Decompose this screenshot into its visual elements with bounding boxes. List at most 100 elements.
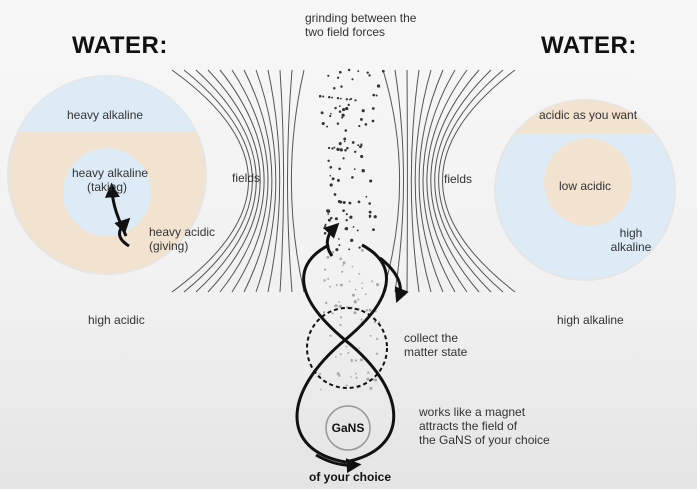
particle-dot: [358, 347, 361, 349]
particle-dot: [356, 229, 359, 232]
particle-dot: [336, 147, 340, 152]
particle-dot: [329, 334, 332, 337]
particle-dot: [343, 137, 347, 141]
particle-dot: [341, 113, 345, 117]
particle-dot: [339, 200, 343, 204]
particle-dot: [321, 121, 325, 126]
particle-dot: [343, 140, 346, 143]
particle-dot: [350, 97, 353, 100]
collect-label: collect the matter state: [404, 331, 467, 359]
particle-dot: [360, 248, 364, 252]
particle-dot: [351, 141, 355, 144]
particle-dot: [351, 176, 354, 179]
particle-dot: [348, 280, 351, 283]
particle-dot: [344, 148, 347, 152]
grinding-label: grinding between the two field forces: [305, 11, 416, 39]
particle-dot: [339, 323, 342, 327]
particle-dot: [371, 280, 374, 283]
particle-dot: [375, 94, 378, 97]
right-high-alkaline-label: high alkaline: [557, 313, 624, 327]
particle-dot: [331, 177, 335, 181]
particle-dot: [376, 84, 381, 88]
particle-dot: [371, 107, 375, 110]
particle-dot: [376, 337, 379, 341]
right-side-line1: high: [619, 226, 643, 240]
particle-dot: [342, 264, 344, 267]
particle-dot: [354, 99, 357, 102]
particle-dot: [334, 106, 337, 110]
particle-dot: [350, 238, 354, 243]
particle-dot: [361, 282, 364, 284]
particle-dot: [327, 95, 331, 99]
particle-stream: [318, 68, 385, 391]
particle-dot: [324, 268, 327, 271]
giving-arrow: [114, 217, 131, 248]
field-arc: [438, 69, 504, 293]
particle-dot: [359, 358, 364, 362]
particle-dot: [342, 157, 345, 160]
particle-dot: [322, 95, 325, 98]
particle-dot: [336, 372, 340, 376]
loop-arrow-top-left: [323, 222, 340, 257]
particle-dot: [347, 103, 350, 107]
particle-dot: [333, 146, 336, 149]
particle-dot: [327, 74, 330, 77]
particle-dot: [360, 143, 363, 146]
particle-dot: [361, 169, 365, 173]
particle-dot: [361, 109, 365, 113]
particle-dot: [342, 108, 346, 112]
particle-dot: [338, 110, 342, 113]
particle-dot: [329, 285, 332, 288]
magnet-line3: the GaNS of your choice: [419, 433, 550, 447]
particle-dot: [358, 272, 361, 275]
left-heavy-acidic-label: heavy acidic (giving): [149, 225, 215, 253]
particle-dot: [372, 228, 375, 232]
particle-dot: [345, 384, 348, 387]
of-your-choice-label: of your choice: [309, 470, 392, 484]
particle-dot: [359, 145, 362, 149]
particle-dot: [336, 178, 340, 182]
particle-dot: [320, 111, 324, 115]
right-side-line2: alkaline: [610, 240, 652, 254]
particle-dot: [354, 359, 358, 362]
particle-dot: [318, 94, 322, 98]
particle-dot: [336, 76, 340, 79]
particle-dot: [345, 213, 348, 216]
particle-dot: [352, 226, 355, 228]
particle-dot: [369, 334, 372, 337]
particle-dot: [331, 147, 334, 150]
particle-dot: [338, 167, 341, 171]
particle-dot: [369, 386, 373, 390]
field-arc: [382, 69, 401, 293]
particle-dot: [357, 298, 360, 301]
particle-dot: [361, 287, 364, 289]
loop-arrow-right: [379, 256, 409, 303]
right-field-arcs: [382, 69, 516, 293]
particle-dot: [353, 168, 356, 170]
particle-dot: [338, 244, 341, 247]
particle-dot: [339, 142, 342, 145]
particle-dot: [376, 283, 380, 287]
field-arc: [418, 69, 444, 293]
particle-dot: [360, 318, 363, 321]
particle-dot: [330, 112, 332, 115]
collect-line2: matter state: [404, 345, 468, 359]
field-arc: [287, 69, 293, 293]
field-arc: [207, 69, 261, 293]
field-arc: [219, 69, 265, 293]
particle-dot: [353, 300, 357, 304]
field-arc: [171, 69, 249, 293]
particle-dot: [365, 293, 367, 296]
particle-dot: [354, 288, 357, 291]
field-arc: [442, 69, 516, 293]
particle-dot: [324, 223, 327, 226]
particle-dot: [381, 69, 385, 73]
right-acidic-label: acidic as you want: [539, 108, 638, 122]
particle-dot: [324, 225, 327, 228]
particle-dot: [348, 98, 351, 101]
left-water-heading: WATER:: [72, 32, 168, 59]
particle-dot: [349, 215, 353, 219]
figure-eight-loop: [295, 243, 396, 464]
left-fields-label: fields: [232, 171, 261, 185]
